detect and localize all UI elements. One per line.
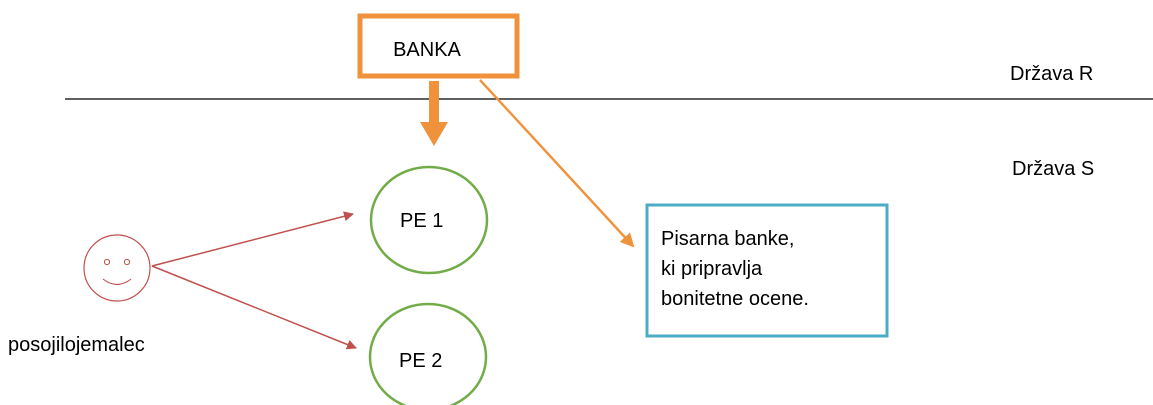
country-s-label: Država S xyxy=(1012,158,1095,180)
office-line-1: Pisarna banke, xyxy=(661,228,795,250)
borrower-label: posojilojemalec xyxy=(8,334,145,356)
office-text: Pisarna banke, ki pripravlja bonitetne o… xyxy=(661,224,809,314)
borrower-to-pe1-arrow xyxy=(151,211,354,267)
bank-to-office-arrow xyxy=(479,79,635,248)
bank-label: BANKA xyxy=(393,39,461,61)
country-r-label: Država R xyxy=(1010,63,1094,85)
pe2-circle xyxy=(368,302,488,405)
office-line-3: bonitetne ocene. xyxy=(661,288,809,310)
bank-box xyxy=(357,13,520,79)
pe2-label: PE 2 xyxy=(399,350,443,372)
pe1-circle xyxy=(369,165,489,275)
bank-to-pe1-arrow xyxy=(420,81,448,146)
borrower-to-pe2-arrow xyxy=(151,265,357,350)
office-box xyxy=(645,203,889,338)
pe1-label: PE 1 xyxy=(400,210,444,232)
office-line-2: ki pripravlja xyxy=(661,258,763,280)
smiley-face-icon xyxy=(83,234,151,302)
